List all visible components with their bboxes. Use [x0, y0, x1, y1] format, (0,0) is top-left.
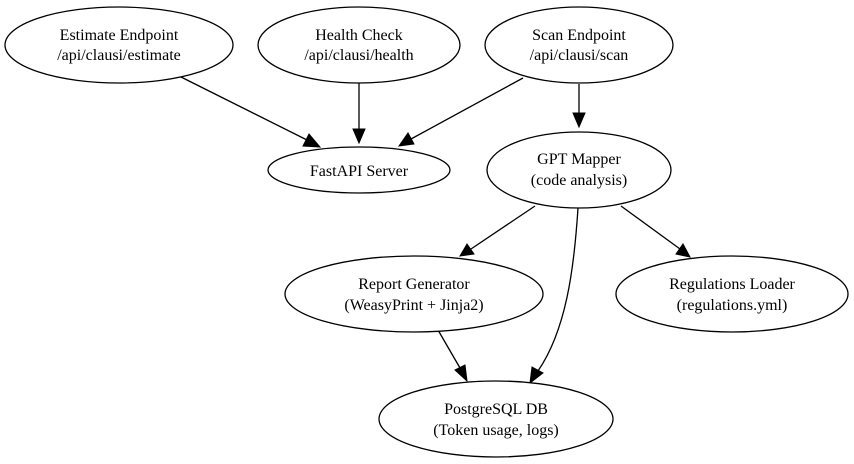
node-regulations-label: Regulations Loader: [669, 276, 795, 293]
node-postgresql-db: PostgreSQL DB (Token usage, logs): [378, 380, 614, 458]
node-db-label: PostgreSQL DB: [444, 401, 548, 418]
node-estimate-endpoint: Estimate Endpoint /api/clausi/estimate: [4, 6, 234, 84]
node-db-sublabel: (Token usage, logs): [433, 422, 559, 439]
edge-gpt-to-regulations: [620, 205, 691, 258]
edge-health-to-fastapi: [352, 82, 366, 145]
node-fastapi-server: FastAPI Server: [267, 146, 451, 194]
node-report-label: Report Generator: [358, 276, 470, 293]
edge-gpt-to-report: [459, 205, 536, 257]
edge-gpt-to-db: [529, 207, 579, 385]
node-health-sublabel: /api/clausi/health: [304, 47, 413, 64]
node-health-check: Health Check /api/clausi/health: [257, 6, 461, 84]
node-gpt-mapper: GPT Mapper (code analysis): [486, 131, 672, 209]
edge-scan-to-fastapi: [397, 77, 524, 147]
node-scan-endpoint: Scan Endpoint /api/clausi/scan: [484, 6, 674, 84]
node-estimate-sublabel: /api/clausi/estimate: [57, 47, 181, 64]
edges: [180, 76, 691, 385]
edge-report-to-db: [437, 329, 468, 383]
node-fastapi-label: FastAPI Server: [310, 163, 409, 180]
node-report-sublabel: (WeasyPrint + Jinja2): [344, 297, 483, 314]
node-scan-label: Scan Endpoint: [532, 27, 626, 44]
node-gpt-sublabel: (code analysis): [531, 172, 627, 189]
edge-estimate-to-fastapi: [180, 76, 322, 148]
node-gpt-label: GPT Mapper: [537, 151, 621, 168]
node-report-generator: Report Generator (WeasyPrint + Jinja2): [284, 255, 544, 333]
edge-scan-to-gpt: [572, 84, 586, 129]
node-estimate-label: Estimate Endpoint: [60, 27, 179, 44]
node-health-label: Health Check: [315, 27, 403, 44]
node-regulations-sublabel: (regulations.yml): [677, 297, 788, 314]
node-regulations-loader: Regulations Loader (regulations.yml): [615, 255, 849, 333]
node-scan-sublabel: /api/clausi/scan: [530, 47, 629, 64]
